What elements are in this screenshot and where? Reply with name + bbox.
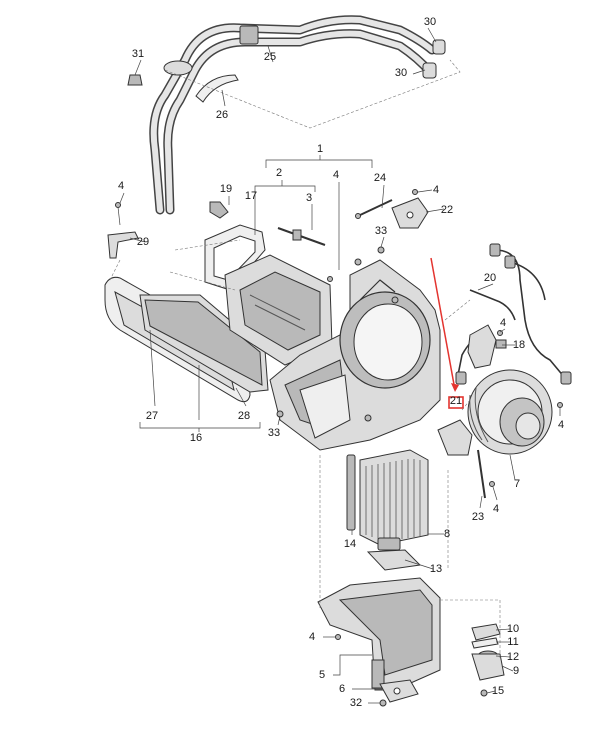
- label-20: 20: [484, 272, 496, 284]
- label-18: 18: [513, 339, 525, 351]
- label-27: 27: [146, 410, 158, 422]
- label-11: 11: [507, 636, 518, 648]
- label-26: 26: [216, 109, 228, 121]
- drain-tray-5: [317, 577, 441, 691]
- evaporator-8: [359, 449, 429, 551]
- label-10: 10: [507, 623, 519, 635]
- label-16: 16: [190, 432, 202, 444]
- nut-31: [127, 74, 143, 86]
- label-4-g: 4: [309, 631, 315, 643]
- label-13: 13: [430, 563, 442, 575]
- bracket-13: [366, 549, 422, 571]
- screw-4-g: [335, 634, 341, 640]
- pipe-assembly: [149, 15, 446, 215]
- leader-lines: [119, 27, 561, 704]
- label-24: 24: [374, 172, 386, 184]
- label-22: 22: [441, 204, 453, 216]
- label-32: 32: [350, 697, 362, 709]
- label-3: 3: [306, 192, 312, 204]
- bracket-6: [379, 679, 419, 703]
- label-1: 1: [317, 143, 323, 155]
- shaft-3: [277, 227, 326, 246]
- label-19: 19: [220, 183, 232, 195]
- guide-lines: [109, 59, 501, 660]
- label-12: 12: [507, 651, 519, 663]
- part-21-callout: [430, 257, 464, 409]
- nut-32: [379, 699, 387, 707]
- blower-motor-7: [467, 369, 563, 455]
- clip-19: [209, 201, 229, 219]
- label-5: 5: [319, 669, 325, 681]
- label-6: 6: [339, 683, 345, 695]
- label-29: 29: [137, 236, 149, 248]
- label-21: 21: [450, 395, 462, 407]
- resistor-18: [467, 324, 507, 369]
- label-9: 9: [513, 665, 519, 677]
- label-25: 25: [264, 51, 276, 63]
- label-4-f: 4: [493, 503, 499, 515]
- label-2: 2: [276, 167, 282, 179]
- bolt-24: [355, 199, 393, 219]
- sensor-assembly: [471, 623, 505, 697]
- blower-bracket: [437, 419, 473, 456]
- part-labels: 1 2 3 4 4 4 4 4 4 4 5 6 7 8 9 10 11 12 1…: [118, 16, 564, 709]
- label-7: 7: [514, 478, 520, 490]
- bolt-23: [477, 449, 495, 499]
- screw-4-d: [497, 330, 503, 336]
- label-4-b: 4: [333, 169, 339, 181]
- bracket-29: [107, 202, 139, 259]
- label-4-a: 4: [118, 180, 124, 192]
- flap-housing-2: [224, 254, 333, 366]
- wiring-harness-20: [455, 243, 572, 385]
- seal-strip-14: [346, 454, 356, 531]
- label-4-e: 4: [558, 419, 564, 431]
- label-33-b: 33: [268, 427, 280, 439]
- label-33-a: 33: [375, 225, 387, 237]
- label-30-a: 30: [424, 16, 436, 28]
- label-30-b: 30: [395, 67, 407, 79]
- bracket-22: [391, 189, 429, 229]
- label-15: 15: [492, 685, 504, 697]
- label-23: 23: [472, 511, 484, 523]
- label-28: 28: [238, 410, 250, 422]
- label-14: 14: [344, 538, 356, 550]
- main-housing-1: [269, 258, 441, 451]
- label-4-d: 4: [500, 317, 506, 329]
- gasket-26: [195, 74, 239, 103]
- label-17: 17: [245, 190, 257, 202]
- label-4-c: 4: [433, 184, 439, 196]
- label-31: 31: [132, 48, 144, 60]
- filter-housing-28: [139, 294, 269, 393]
- label-8: 8: [444, 528, 450, 540]
